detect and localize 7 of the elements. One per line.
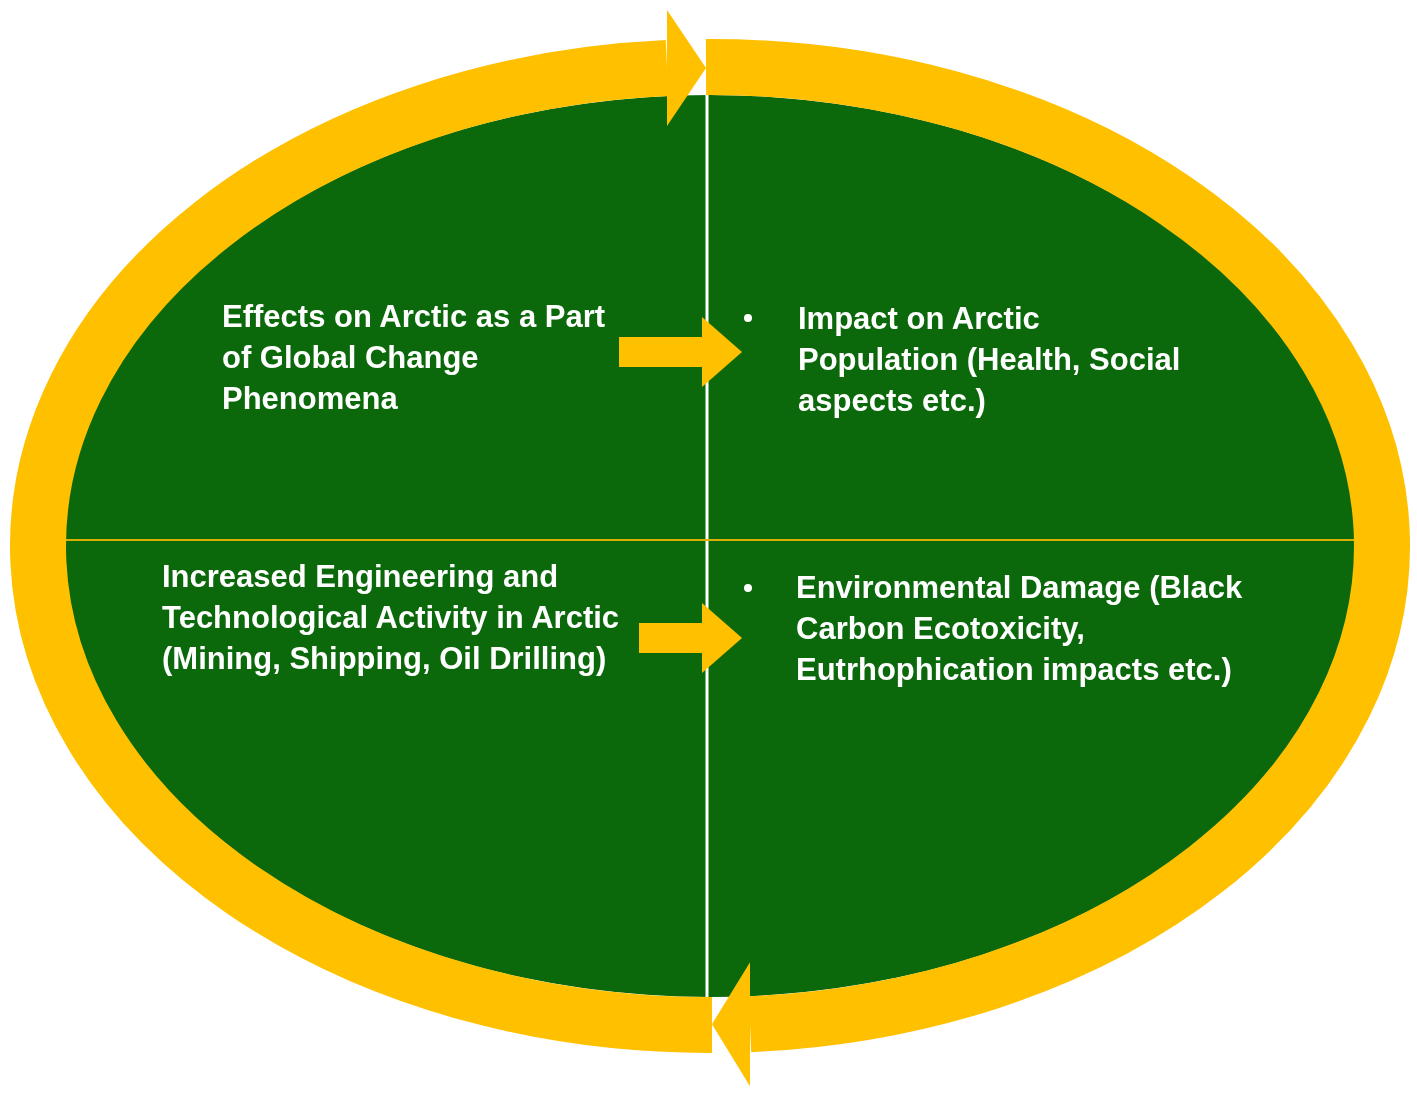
- ellipse-panel: [65, 95, 1355, 997]
- arrow: [619, 317, 742, 387]
- quadrant-text: Impact on Arctic Population (Health, Social aspects etc.): [798, 300, 1182, 420]
- quadrant-text: Environmental Damage (Black Carbon Ecotoxicity, Eutrhophication impacts etc.): [796, 569, 1244, 689]
- quadrant-text: Effects on Arctic as a Part of Global Change Phenomena: [222, 296, 617, 419]
- arrow: [639, 603, 742, 673]
- quadrant-text: Increased Engineering and Technological Activity in Arctic (Mining, Shipping, Oil Drilling): [162, 556, 637, 679]
